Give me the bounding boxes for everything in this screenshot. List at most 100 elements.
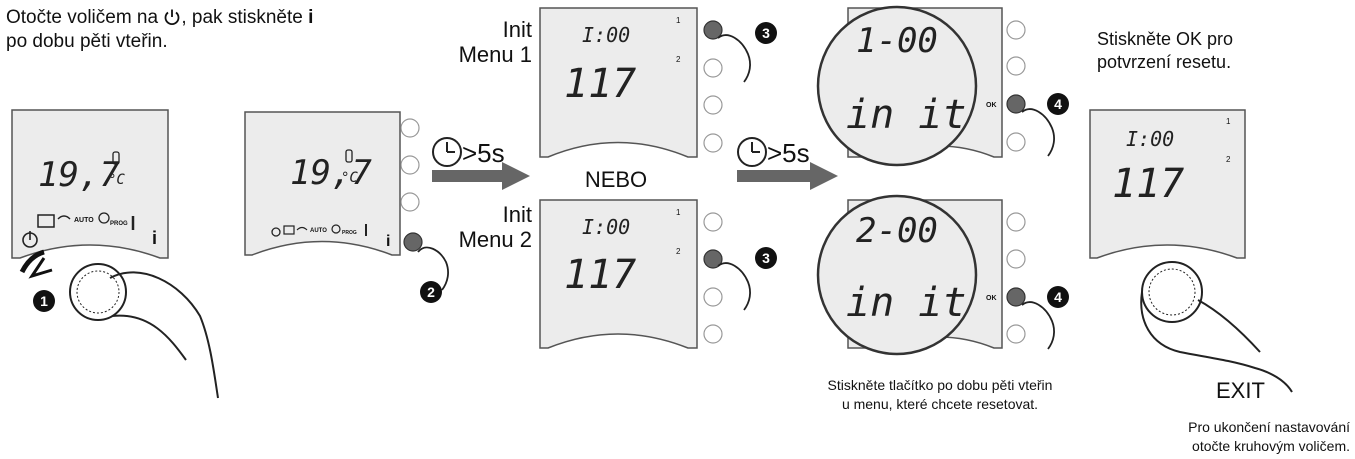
menu-note: Stiskněte tlačítko po dobu pěti vteřin u… [790, 376, 1090, 414]
menu-note-line2: u menu, které chcete resetovat. [841, 396, 1039, 412]
zoom1-ok-button[interactable] [1006, 94, 1026, 114]
init-menu1-bottom: Menu 1 [459, 42, 532, 67]
dial-icon[interactable] [1141, 261, 1203, 323]
menu1-slot2: 2 [676, 55, 681, 64]
zoom-lens-1 [816, 5, 978, 167]
power-icon [271, 227, 281, 237]
thermostat-panel-1: 19,7 °C AUTO PROG i 1 [11, 109, 219, 399]
clock-icon [98, 212, 110, 224]
hand-icon [109, 271, 219, 399]
zoom2-button-2[interactable] [1006, 249, 1026, 269]
clock-icon [331, 224, 341, 234]
timer-icon [737, 137, 767, 167]
nebo-label: NEBO [585, 167, 647, 192]
step1-instruction-line2: po dobu pěti vteřin. [6, 31, 168, 52]
timer-icon [432, 137, 462, 167]
dial-indicator [19, 249, 45, 274]
step-badge-4a-number: 4 [1054, 96, 1062, 112]
confirm-instruction: Stiskněte OK pro potvrzení resetu. [1097, 28, 1233, 74]
mode-auto-label: AUTO [74, 217, 94, 224]
final-readout-bottom: 117 [1112, 161, 1184, 207]
zoom1-button-2[interactable] [1006, 56, 1026, 76]
timer-arrow-2: >5s [737, 137, 838, 190]
confirm-instruction-line2: potvrzení resetu. [1097, 52, 1232, 72]
menu2-button-2[interactable] [703, 249, 723, 269]
menu1-slot1: 1 [676, 16, 681, 25]
init-menu2-bottom: Menu 2 [459, 227, 532, 252]
side-button-1[interactable] [400, 118, 420, 138]
final-slot2: 2 [1226, 155, 1231, 164]
mode-prog-label-2: PROG [342, 230, 357, 236]
zoom2-button-1[interactable] [1006, 212, 1026, 232]
exit-note-line2: otočte kruhovým voličem. [1192, 438, 1350, 454]
init-menu2-top: Init [503, 202, 532, 227]
final-readout-top: I:00 [1126, 127, 1174, 151]
info-button[interactable] [403, 232, 423, 252]
step-badge-3a-number: 3 [762, 25, 770, 41]
timer-label-2: >5s [767, 138, 810, 168]
step-badge-2 [420, 281, 442, 303]
zoom-panel-1: 1-00 in it OK 4 [816, 5, 1069, 167]
zoom1-button-4[interactable] [1006, 132, 1026, 152]
dial-icon[interactable] [69, 263, 127, 321]
suitcase-icon [37, 214, 55, 228]
exit-label: EXIT [1216, 378, 1265, 403]
power-icon [163, 8, 181, 26]
mode-auto-label-2: AUTO [310, 228, 327, 234]
init-menu1-top: Init [503, 17, 532, 42]
step1-instruction-line1: Otočte voličem na , pak stiskněte i [6, 6, 313, 30]
info-key-label-2: i [386, 233, 390, 250]
menu2-button-4[interactable] [703, 324, 723, 344]
power-icon [22, 231, 38, 248]
menu1-button-2[interactable] [703, 58, 723, 78]
hand-icon [717, 34, 751, 83]
rotate-arrow-icon [28, 257, 53, 279]
menu2-slot2: 2 [676, 247, 681, 256]
side-button-3[interactable] [400, 192, 420, 212]
sun-icon [296, 226, 308, 231]
step-badge-1 [33, 290, 55, 312]
step-badge-4b [1047, 286, 1069, 308]
temperature-readout-1: 19,7 [38, 155, 120, 195]
timer-arrow-1: >5s [432, 137, 530, 190]
zoom1-button-1[interactable] [1006, 20, 1026, 40]
menu2-button-3[interactable] [703, 287, 723, 307]
zoom2-ok-button[interactable] [1006, 287, 1026, 307]
menu1-readout-top: I:00 [582, 23, 630, 47]
menu1-button-4[interactable] [703, 133, 723, 153]
menu-1-panel: Init Menu 1 I:00 117 1 2 3 [459, 7, 777, 158]
step-badge-3b-number: 3 [762, 250, 770, 266]
hand-icon [1140, 291, 1293, 393]
menu2-button-1[interactable] [703, 212, 723, 232]
step1-instruction-a: Otočte voličem na [6, 7, 159, 28]
exit-note: Pro ukončení nastavování otočte kruhovým… [1140, 418, 1350, 456]
hand-icon [1021, 108, 1055, 157]
zoom2-button-4[interactable] [1006, 324, 1026, 344]
hand-icon [1021, 301, 1055, 350]
zoom-panel-2: 2-00 in it OK 4 [816, 194, 1069, 356]
arrow-right-icon [432, 162, 530, 190]
suitcase-icon [283, 225, 295, 235]
zoom2-ok-label: OK [986, 295, 997, 302]
hand-icon [717, 262, 751, 311]
info-key-label: i [152, 228, 157, 248]
menu1-button-3[interactable] [703, 95, 723, 115]
step-badge-1-number: 1 [40, 293, 48, 309]
menu1-readout-bottom: 117 [564, 61, 636, 107]
menu-2-panel: Init Menu 2 I:00 117 1 2 3 [459, 199, 777, 349]
thermometer-icon [112, 151, 120, 165]
hand-icon [417, 246, 449, 291]
info-key-inline: i [308, 7, 314, 28]
zoom1-readout-top: 1-00 [856, 21, 938, 61]
step1-instruction-b: , pak stiskněte [181, 7, 303, 28]
thermometer-icon [345, 149, 353, 163]
menu2-slot1: 1 [676, 208, 681, 217]
zoom1-readout-bottom: in it [846, 92, 966, 138]
step-badge-3a [755, 22, 777, 44]
menu2-readout-bottom: 117 [564, 252, 636, 298]
side-button-2[interactable] [400, 155, 420, 175]
menu-note-line1: Stiskněte tlačítko po dobu pěti vteřin [827, 377, 1053, 393]
menu1-button-1[interactable] [703, 20, 723, 40]
step-badge-4b-number: 4 [1054, 289, 1062, 305]
temperature-unit-2: °C [341, 170, 358, 186]
